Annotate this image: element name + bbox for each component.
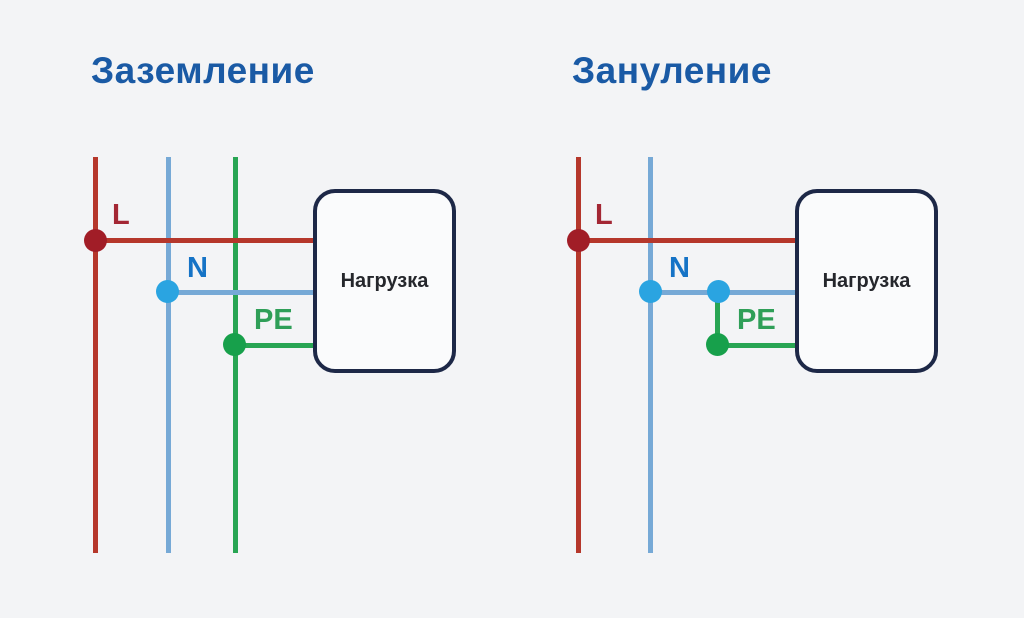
earth-junction-dot (706, 333, 729, 356)
phase-branch-wire (95, 238, 317, 243)
diagram-grounding-title: Заземление (91, 50, 315, 91)
phase-wire-label: L (595, 199, 613, 231)
neutral-branch-wire (168, 290, 317, 295)
neutral-junction-dot (639, 280, 662, 303)
neutral-conductor-vertical (648, 157, 653, 553)
phase-junction-dot (567, 229, 590, 252)
neutral-earth-bond-dot (707, 280, 730, 303)
earth-branch-wire (718, 343, 798, 348)
load-box: Нагрузка (795, 189, 938, 373)
earth-wire-label: PE (254, 304, 293, 336)
earth-junction-dot (223, 333, 246, 356)
phase-junction-dot (84, 229, 107, 252)
phase-conductor-vertical (93, 157, 98, 553)
neutral-wire-label: N (669, 252, 690, 284)
load-label: Нагрузка (340, 269, 429, 292)
phase-branch-wire (578, 238, 798, 243)
neutral-junction-dot (156, 280, 179, 303)
phase-conductor-vertical (576, 157, 581, 553)
load-label: Нагрузка (822, 269, 911, 292)
neutral-wire-label: N (187, 252, 208, 284)
earth-tap-vertical (715, 292, 720, 345)
earth-branch-wire (235, 343, 317, 348)
phase-wire-label: L (112, 199, 130, 231)
neutral-conductor-vertical (166, 157, 171, 553)
earth-wire-label: PE (737, 304, 776, 336)
diagram-neutral-bonding-title: Зануление (572, 50, 772, 91)
load-box: Нагрузка (313, 189, 456, 373)
